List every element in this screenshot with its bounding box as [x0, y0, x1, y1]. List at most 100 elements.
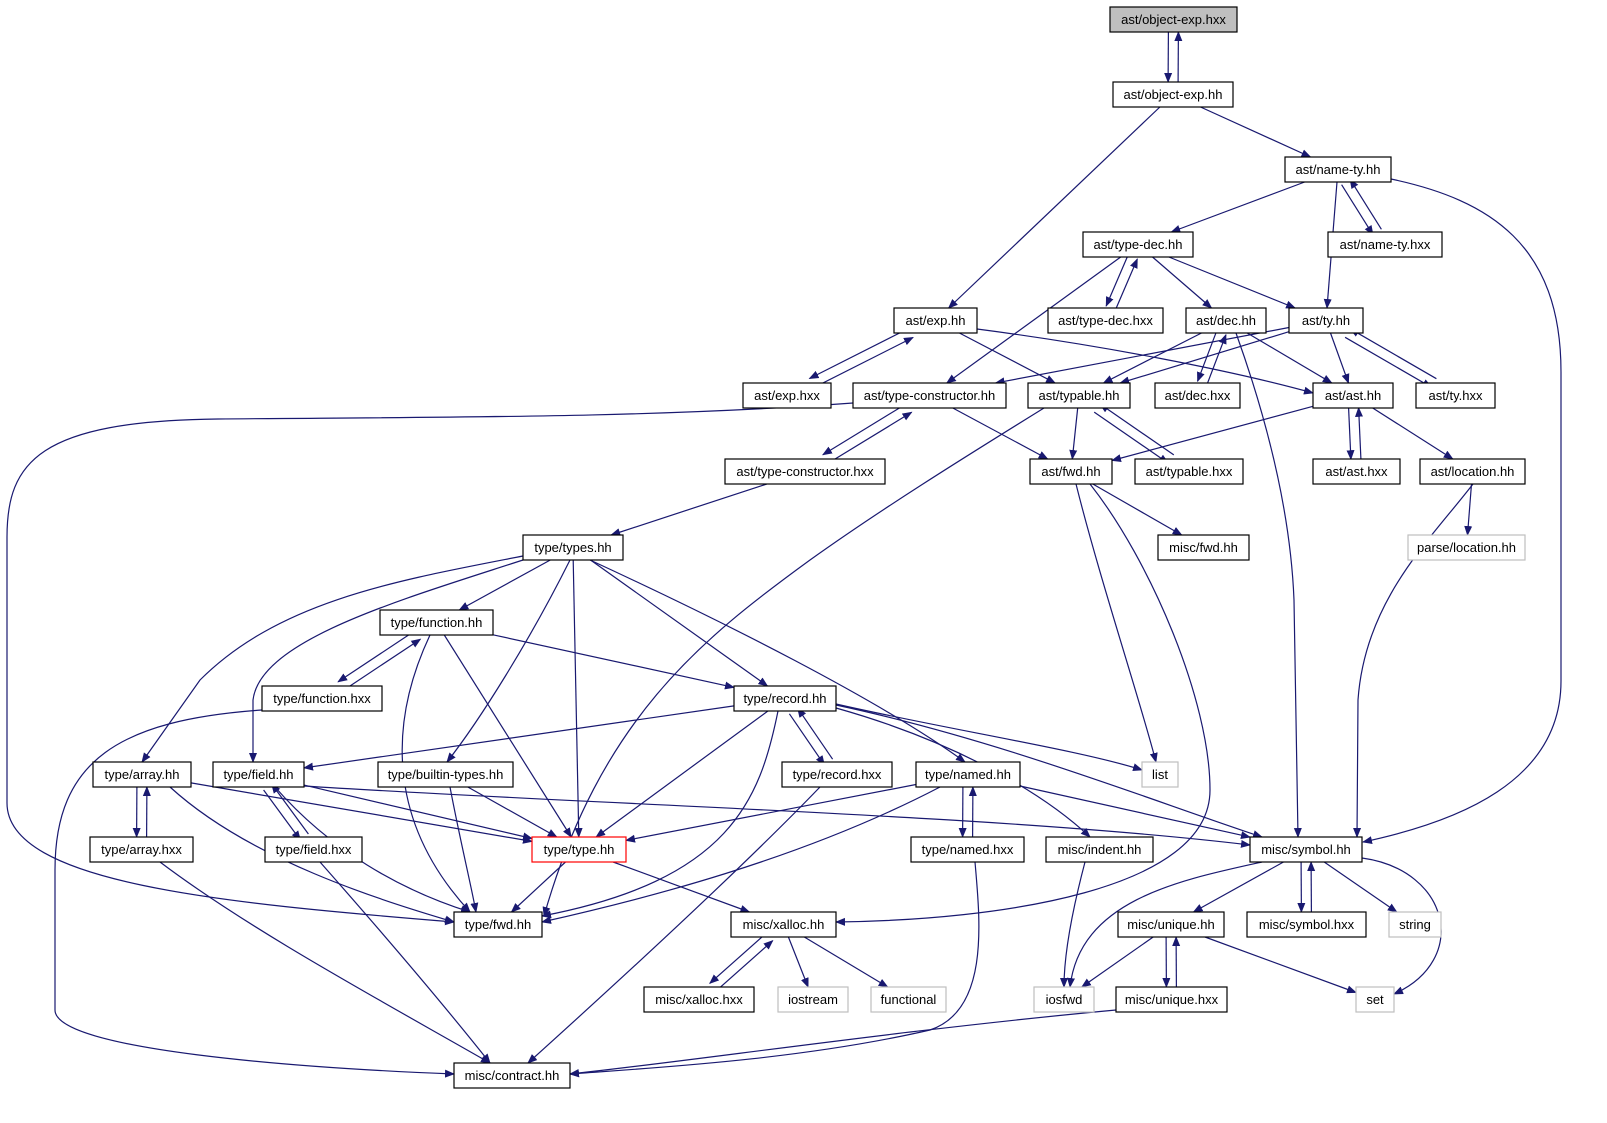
edge-n5-to-n13 — [976, 328, 1314, 395]
edge-n25-to-n31 — [835, 703, 1143, 772]
node-type-function-hh[interactable]: type/function.hh — [379, 609, 494, 636]
edge-n26-to-n38 — [169, 786, 455, 924]
node-string[interactable]: string — [1388, 911, 1442, 938]
node-type-array-hxx[interactable]: type/array.hxx — [89, 836, 194, 863]
node-box — [212, 761, 305, 788]
node-box — [915, 761, 1021, 788]
node-type-field-hxx[interactable]: type/field.hxx — [264, 836, 363, 863]
edges-layer — [6, 31, 1562, 1078]
edge-n47-to-n49 — [569, 1009, 1117, 1078]
node-misc-unique-hh[interactable]: misc/unique.hh — [1117, 911, 1225, 938]
edge-n10-to-n16 — [952, 407, 1049, 460]
node-ast-ty-hh[interactable]: ast/ty.hh — [1288, 307, 1364, 334]
edge-n25-to-n27 — [303, 705, 735, 771]
node-ast-type-constructor-hh[interactable]: ast/type-constructor.hh — [852, 382, 1007, 409]
node-ast-fwd-hh[interactable]: ast/fwd.hh — [1029, 458, 1113, 485]
node-parse-location-hh[interactable]: parse/location.hh — [1407, 534, 1526, 561]
node-type-field-hh[interactable]: type/field.hh — [212, 761, 305, 788]
edge-n37-to-n42 — [1323, 861, 1398, 913]
node-box — [1134, 458, 1244, 485]
node-type-named-hxx[interactable]: type/named.hxx — [910, 836, 1025, 863]
node-ast-name-ty-hxx[interactable]: ast/name-ty.hxx — [1327, 231, 1443, 258]
node-box — [1415, 382, 1496, 409]
node-misc-symbol-hxx[interactable]: misc/symbol.hxx — [1246, 911, 1367, 938]
node-type-builtin-types-hh[interactable]: type/builtin-types.hh — [377, 761, 514, 788]
edge-n19-to-n22 — [1464, 483, 1473, 536]
node-ast-dec-hh[interactable]: ast/dec.hh — [1185, 307, 1267, 334]
node-box — [1157, 534, 1250, 561]
node-type-record-hh[interactable]: type/record.hh — [733, 685, 837, 712]
node-label: string — [1399, 917, 1431, 932]
node-misc-symbol-hh[interactable]: misc/symbol.hh — [1249, 836, 1363, 863]
node-ast-dec-hxx[interactable]: ast/dec.hxx — [1154, 382, 1241, 409]
node-box — [1327, 231, 1443, 258]
edge-n18-to-n13 — [1355, 406, 1364, 459]
node-box — [893, 307, 978, 334]
node-box — [379, 609, 494, 636]
node-type-record-hxx[interactable]: type/record.hxx — [781, 761, 893, 788]
edge-n20-to-n27 — [249, 559, 524, 763]
node-ast-name-ty-hh[interactable]: ast/name-ty.hh — [1284, 156, 1392, 183]
node-ast-location-hh[interactable]: ast/location.hh — [1419, 458, 1526, 485]
node-misc-contract-hh[interactable]: misc/contract.hh — [453, 1062, 571, 1089]
node-ast-type-dec-hh[interactable]: ast/type-dec.hh — [1082, 231, 1194, 258]
node-label: ast/object-exp.hxx — [1121, 12, 1226, 27]
edge-n28-to-n34 — [467, 786, 558, 838]
node-label: type/function.hxx — [273, 691, 371, 706]
node-ast-type-dec-hxx[interactable]: ast/type-dec.hxx — [1047, 307, 1164, 334]
node-ast-typable-hh[interactable]: ast/typable.hh — [1027, 382, 1131, 409]
edge-n25-to-n38 — [541, 710, 779, 919]
edge-n16-to-n21 — [1092, 483, 1183, 536]
node-ast-ast-hh[interactable]: ast/ast.hh — [1312, 382, 1394, 409]
node-type-types-hh[interactable]: type/types.hh — [522, 534, 624, 561]
node-ast-ty-hxx[interactable]: ast/ty.hxx — [1415, 382, 1496, 409]
node-label: ast/typable.hh — [1039, 388, 1120, 403]
node-type-named-hh[interactable]: type/named.hh — [915, 761, 1021, 788]
node-label: ast/name-ty.hh — [1295, 162, 1380, 177]
node-misc-xalloc-hxx[interactable]: misc/xalloc.hxx — [643, 986, 755, 1013]
node-label: set — [1366, 992, 1384, 1007]
node-ast-exp-hh[interactable]: ast/exp.hh — [893, 307, 978, 334]
node-ast-ast-hxx[interactable]: ast/ast.hxx — [1312, 458, 1401, 485]
node-label: misc/xalloc.hxx — [655, 992, 743, 1007]
node-type-fwd-hh[interactable]: type/fwd.hh — [453, 911, 543, 938]
edge-n10-to-n15 — [822, 403, 907, 456]
node-box — [643, 986, 755, 1013]
edge-n33-to-n27 — [271, 783, 309, 835]
node-label: type/function.hh — [391, 615, 483, 630]
node-iostream[interactable]: iostream — [777, 986, 849, 1013]
node-box — [781, 761, 893, 788]
node-label: misc/indent.hh — [1058, 842, 1142, 857]
node-misc-fwd-hh[interactable]: misc/fwd.hh — [1157, 534, 1250, 561]
node-functional[interactable]: functional — [870, 986, 947, 1013]
node-misc-unique-hxx[interactable]: misc/unique.hxx — [1115, 986, 1228, 1013]
node-ast-object-exp-hh[interactable]: ast/object-exp.hh — [1112, 81, 1234, 108]
node-box — [522, 534, 624, 561]
node-ast-exp-hxx[interactable]: ast/exp.hxx — [742, 382, 832, 409]
node-ast-type-constructor-hxx[interactable]: ast/type-constructor.hxx — [724, 458, 886, 485]
node-label: misc/unique.hh — [1127, 917, 1214, 932]
node-set[interactable]: set — [1355, 986, 1395, 1013]
node-ast-object-exp-hxx[interactable]: ast/object-exp.hxx — [1109, 6, 1238, 33]
node-type-function-hxx[interactable]: type/function.hxx — [261, 685, 383, 712]
edge-n16-to-n31 — [1075, 483, 1158, 763]
node-box — [742, 382, 832, 409]
node-box — [531, 836, 627, 863]
node-ast-typable-hxx[interactable]: ast/typable.hxx — [1134, 458, 1244, 485]
edge-n39-to-n43 — [709, 932, 767, 984]
node-label: type/field.hh — [223, 767, 293, 782]
node-label: type/array.hxx — [101, 842, 182, 857]
edge-n25-to-n34 — [595, 710, 769, 838]
node-type-array-hh[interactable]: type/array.hh — [92, 761, 192, 788]
edge-n19-to-n37 — [1353, 483, 1474, 838]
edge-n23-to-n34 — [443, 634, 572, 838]
node-type-type-hh[interactable]: type/type.hh — [531, 836, 627, 863]
edge-n8-to-n13 — [1329, 332, 1350, 384]
node-label: iosfwd — [1046, 992, 1083, 1007]
node-iosfwd[interactable]: iosfwd — [1033, 986, 1095, 1013]
node-label: ast/typable.hxx — [1146, 464, 1233, 479]
node-list[interactable]: list — [1141, 761, 1179, 788]
node-box — [1312, 382, 1394, 409]
node-misc-indent-hh[interactable]: misc/indent.hh — [1045, 836, 1154, 863]
node-misc-xalloc-hh[interactable]: misc/xalloc.hh — [730, 911, 837, 938]
